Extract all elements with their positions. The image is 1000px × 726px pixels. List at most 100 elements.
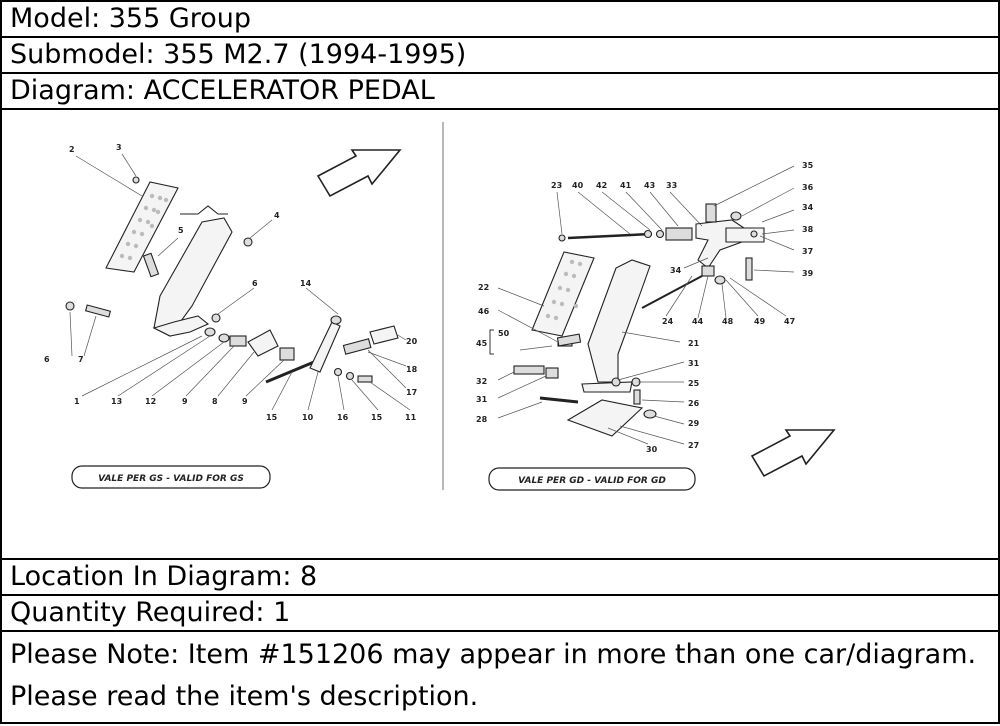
gd-screw-26 xyxy=(633,389,641,405)
location-line: Location In Diagram: 8 xyxy=(2,560,998,596)
left-caption: VALE PER GS - VALID FOR GS xyxy=(98,474,244,484)
callout: 30 xyxy=(646,445,658,454)
callout: 31 xyxy=(688,359,700,368)
callout: 45 xyxy=(476,339,488,348)
callout: 12 xyxy=(145,397,156,406)
gd-sleeve-50 xyxy=(556,333,582,347)
callout: 35 xyxy=(802,161,814,170)
gd-pedal-pad xyxy=(531,251,595,337)
gd-nut-41 xyxy=(655,229,665,239)
bushing-14 xyxy=(218,333,230,343)
gd-nut-48 xyxy=(714,275,726,285)
callout: 37 xyxy=(802,247,813,256)
callout: 11 xyxy=(405,413,417,422)
bolt-7 xyxy=(84,304,112,318)
clip-20 xyxy=(369,325,399,345)
right-caption: VALE PER GD - VALID FOR GD xyxy=(518,476,666,486)
callout: 16 xyxy=(337,413,349,422)
callout: 13 xyxy=(111,397,122,406)
callout: 15 xyxy=(371,413,383,422)
gd-screw-23 xyxy=(558,234,566,242)
gd-rod-end-43 xyxy=(665,227,693,241)
callout: 22 xyxy=(478,283,489,292)
pedal-pad xyxy=(105,181,179,273)
callout: 38 xyxy=(802,225,814,234)
gd-nut-38 xyxy=(730,211,742,221)
gd-bush-31 xyxy=(545,367,559,379)
direction-arrow-icon xyxy=(750,429,836,478)
pedal-pad-holes xyxy=(119,193,169,261)
callout: 7 xyxy=(78,355,84,364)
callout: 10 xyxy=(302,413,314,422)
right-callouts: 35 36 34 38 37 39 23 40 42 41 43 33 34 2… xyxy=(476,161,814,454)
note-text: Please Note: Item #151206 may appear in … xyxy=(10,639,977,712)
callout: 4 xyxy=(274,211,280,220)
gd-pin-35 xyxy=(705,203,717,223)
callout: 32 xyxy=(476,377,487,386)
pedal-screw xyxy=(142,252,160,278)
nut-4 xyxy=(243,237,253,247)
callout: 43 xyxy=(644,181,655,190)
callout: 33 xyxy=(666,181,677,190)
callout: 49 xyxy=(754,317,766,326)
gd-bolt-28 xyxy=(539,396,579,404)
callout: 21 xyxy=(688,339,700,348)
lever-10 xyxy=(309,321,341,373)
gd-screw-37 xyxy=(745,257,753,281)
callout: 20 xyxy=(406,337,418,346)
callout: 27 xyxy=(688,441,699,450)
callout: 1 xyxy=(74,397,80,406)
rod-17 xyxy=(265,360,315,384)
callout: 3 xyxy=(116,143,122,152)
sleeve-18 xyxy=(342,338,372,355)
group-brace-45 xyxy=(489,329,494,355)
callout: 46 xyxy=(478,307,490,316)
gd-pin-32 xyxy=(513,365,545,375)
gd-bolt-39 xyxy=(750,230,758,238)
diagram-title: Diagram: ACCELERATOR PEDAL xyxy=(2,74,998,110)
callout: 18 xyxy=(406,365,418,374)
screw-3 xyxy=(132,176,140,184)
nut-12 xyxy=(345,371,355,381)
gd-pedal-pad-holes xyxy=(545,259,583,321)
callout: 34 xyxy=(670,266,682,275)
bracket-8 xyxy=(247,329,279,357)
callout: 24 xyxy=(662,317,674,326)
bracket-5-marker xyxy=(180,205,228,215)
nut-6b xyxy=(211,313,221,323)
callout: 5 xyxy=(178,226,184,235)
left-caption-box xyxy=(71,465,271,489)
callout: 8 xyxy=(212,397,218,406)
right-leader-lines xyxy=(497,165,795,445)
gd-base-plate xyxy=(566,399,644,437)
callout: 29 xyxy=(688,419,700,428)
pivot-16 xyxy=(330,315,342,325)
left-leader-lines xyxy=(69,153,411,411)
exploded-view-drawing: 2 3 4 5 6 14 6 7 1 13 12 9 8 9 15 10 16 … xyxy=(44,122,836,491)
callout: 9 xyxy=(182,397,188,406)
pedal-arm-base xyxy=(152,315,210,337)
gd-pedal-arm xyxy=(587,259,651,383)
left-callouts: 2 3 4 5 6 14 6 7 1 13 12 9 8 9 15 10 16 … xyxy=(44,143,418,422)
left-assembly xyxy=(65,176,399,384)
bush-9b xyxy=(279,347,295,361)
callout: 31 xyxy=(476,395,488,404)
callout: 25 xyxy=(688,379,700,388)
gd-nut-31 xyxy=(611,377,621,387)
bushing-15 xyxy=(204,327,216,337)
callout: 2 xyxy=(69,145,75,154)
submodel-line: Submodel: 355 M2.7 (1994-1995) xyxy=(2,38,998,74)
callout: 48 xyxy=(722,317,734,326)
gd-bush-44 xyxy=(701,265,715,277)
gd-bracket-36 xyxy=(725,227,765,243)
spacer-9 xyxy=(229,335,247,347)
callout: 14 xyxy=(300,279,312,288)
callout: 15 xyxy=(266,413,278,422)
callout: 44 xyxy=(692,317,704,326)
callout: 9 xyxy=(242,397,248,406)
quantity-line: Quantity Required: 1 xyxy=(2,596,998,632)
callout: 36 xyxy=(802,183,814,192)
gd-rod-40 xyxy=(567,232,653,240)
gd-arm-foot xyxy=(581,381,633,393)
